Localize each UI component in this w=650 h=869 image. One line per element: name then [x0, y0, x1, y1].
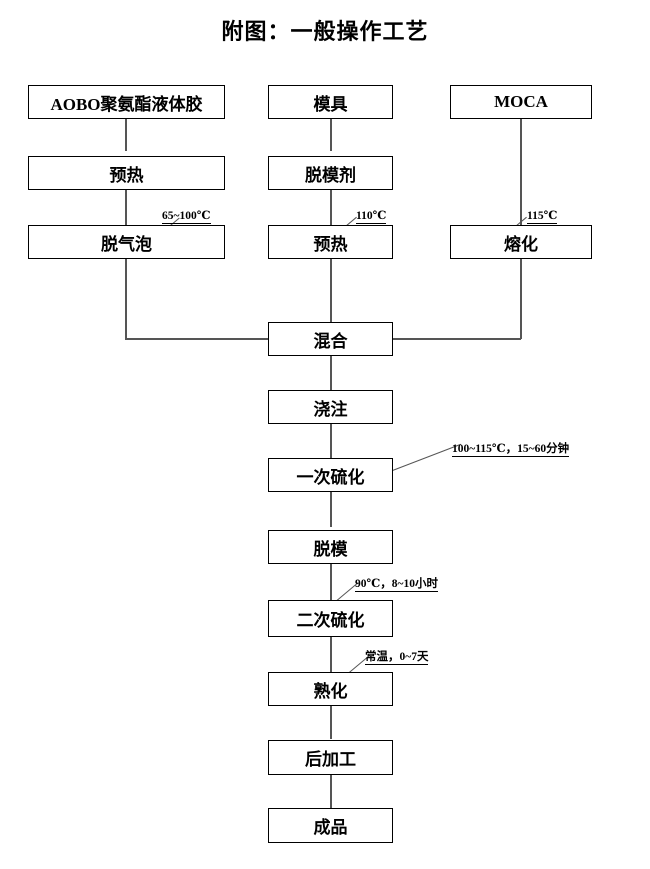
edge-mature-post — [330, 706, 332, 739]
annotation-cure2-cond: 90℃，8~10小时 — [355, 578, 439, 592]
node-preheat2[interactable]: 预热 — [268, 225, 393, 259]
node-post[interactable]: 后加工 — [268, 740, 393, 775]
node-pour[interactable]: 浇注 — [268, 390, 393, 424]
annotation-cure1-cond: 100~115℃，15~60分钟 — [452, 443, 570, 457]
node-demould[interactable]: 脱模 — [268, 530, 393, 564]
annotation-melt-temp: 115℃ — [527, 210, 558, 224]
annotation-degas-temp: 65~100℃ — [162, 210, 211, 224]
edge-cure2-mature — [330, 637, 332, 673]
node-cure2[interactable]: 二次硫化 — [268, 600, 393, 637]
edge-post-product — [330, 775, 332, 808]
node-release[interactable]: 脱模剂 — [268, 156, 393, 190]
edge-demould-cure2 — [330, 564, 332, 600]
node-aobo[interactable]: AOBO聚氨酯液体胶 — [28, 85, 225, 119]
leader-cure1-cond — [389, 443, 462, 473]
node-degas[interactable]: 脱气泡 — [28, 225, 225, 259]
edge-mould-release — [330, 119, 332, 151]
edge-pour-cure1 — [330, 423, 332, 458]
node-melt[interactable]: 熔化 — [450, 225, 592, 259]
node-product[interactable]: 成品 — [268, 808, 393, 843]
node-mould[interactable]: 模具 — [268, 85, 393, 119]
edge-preheat1-degas — [125, 190, 127, 225]
node-preheat1[interactable]: 预热 — [28, 156, 225, 190]
page-title: 附图：一般操作工艺 — [221, 19, 429, 44]
node-cure1[interactable]: 一次硫化 — [268, 458, 393, 492]
annotation-mature-cond: 常温，0~7天 — [365, 651, 429, 665]
edge-melt-to-mix — [392, 338, 521, 340]
edge-aobo-preheat1 — [125, 119, 127, 151]
node-moca[interactable]: MOCA — [450, 85, 592, 119]
edge-degas-down — [125, 258, 127, 339]
node-mix[interactable]: 混合 — [268, 322, 393, 356]
node-mature[interactable]: 熟化 — [268, 672, 393, 706]
annotation-preheat2-temp: 110℃ — [356, 210, 387, 224]
edge-cure1-demould — [330, 492, 332, 527]
edge-melt-down — [520, 258, 522, 339]
edge-release-preheat2 — [330, 190, 332, 225]
edge-preheat2-mix — [330, 258, 332, 323]
edge-degas-to-mix — [125, 338, 270, 340]
edge-moca-melt — [520, 119, 522, 226]
edge-mix-pour — [330, 355, 332, 390]
